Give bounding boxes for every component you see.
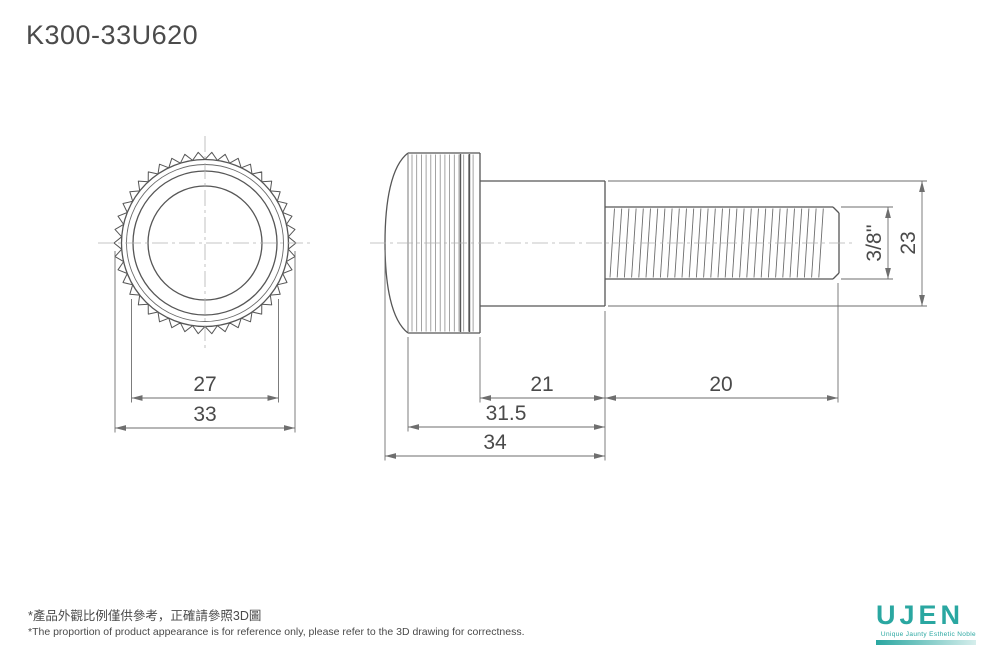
dim-label-front-outer: 33 <box>193 403 216 426</box>
thread-chamfer-top <box>832 206 840 214</box>
logo-accent-bar <box>876 640 976 645</box>
knurl-texture <box>411 154 474 332</box>
outer-face-circle <box>126 164 284 322</box>
dim-label-head-diameter: 23 <box>897 231 920 254</box>
logo-wordmark: UJEN <box>876 600 965 630</box>
footnote-english: *The proportion of product appearance is… <box>28 626 525 638</box>
part-number-title: K300-33U620 <box>26 20 199 50</box>
dim-label-knob-body: 31.5 <box>486 402 527 425</box>
dim-label-thread-spec: 3/8'' <box>863 224 886 261</box>
dim-label-knob-total: 34 <box>483 431 507 454</box>
dimension-lines <box>114 180 927 461</box>
footnote-chinese: *產品外觀比例僅供參考，正確請參照3D圖 <box>28 609 262 623</box>
dim-label-thread-length: 20 <box>709 373 732 396</box>
side-view <box>370 152 856 334</box>
dim-label-knob-section: 21 <box>530 373 553 396</box>
dim-label-front-inner: 27 <box>193 373 216 396</box>
thread-chamfer-bottom <box>832 272 840 280</box>
front-view <box>98 136 312 350</box>
brand-logo: UJEN Unique Jaunty Esthetic Noble <box>876 602 976 645</box>
logo-tagline: Unique Jaunty Esthetic Noble <box>880 631 976 638</box>
dimension-labels: 27 33 21 31.5 34 20 3/8'' 23 <box>193 224 920 454</box>
